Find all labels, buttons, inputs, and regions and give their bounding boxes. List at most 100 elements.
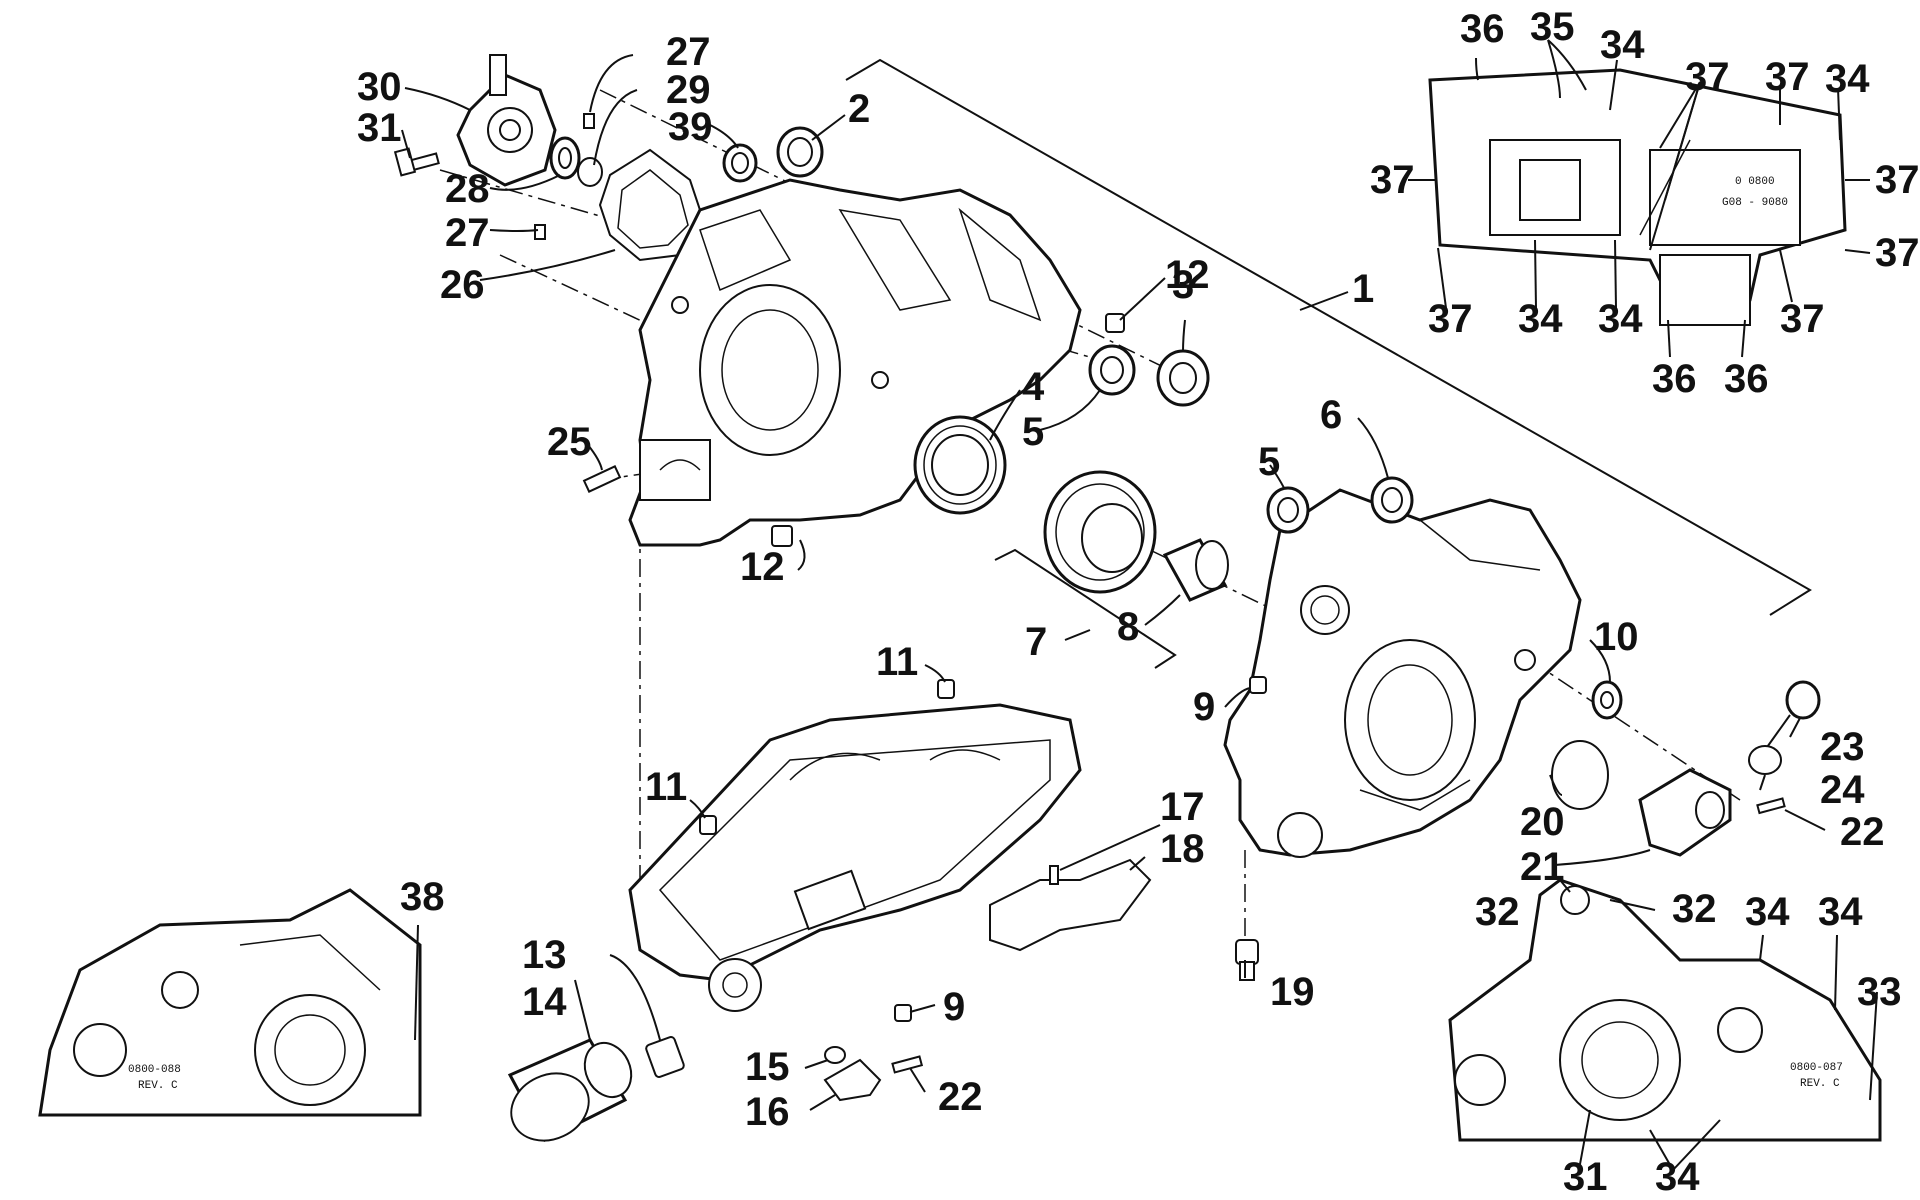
inset-right-stamp-b: REV. C (1800, 1078, 1840, 1090)
callout-4: 4 (1022, 365, 1045, 409)
callout-5-upper: 5 (1022, 410, 1044, 454)
callout-33: 33 (1857, 970, 1902, 1014)
seal-10 (1591, 680, 1623, 720)
bolt-22-right (1756, 797, 1786, 815)
callout-6: 6 (1320, 393, 1342, 437)
inset-top-stamp-a: 0 0800 (1735, 176, 1775, 188)
inset-left-stamp-a: 0800-088 (128, 1064, 181, 1076)
callout-34-top-d: 34 (1598, 297, 1643, 341)
fitting-16 (823, 1058, 882, 1102)
callout-9-right: 9 (1193, 685, 1215, 729)
oil-filter-14 (507, 1038, 633, 1142)
callout-34-top-c: 34 (1518, 297, 1563, 341)
callout-15: 15 (745, 1045, 790, 1089)
callout-8: 8 (1117, 605, 1139, 649)
inset-left-stamp-b: REV. C (138, 1080, 178, 1092)
leader-lines (401, 39, 1878, 1176)
bearing-5-upper (1088, 344, 1136, 396)
callout-34-bottom-a: 34 (1745, 890, 1790, 934)
callout-37-bottom-b: 37 (1780, 297, 1825, 341)
callout-31-top: 31 (357, 106, 402, 150)
callout-14: 14 (522, 980, 567, 1024)
callout-9-lower: 9 (943, 985, 965, 1029)
callout-16: 16 (745, 1090, 790, 1134)
crankcase-right-half (1223, 488, 1582, 858)
dowel-9-right (1249, 676, 1267, 694)
callout-20: 20 (1520, 800, 1565, 844)
inset-right-stamp-a: 0800-087 (1790, 1062, 1843, 1074)
o-ring-29 (577, 157, 603, 187)
drain-plug-19 (1235, 939, 1259, 981)
callout-27-lower: 27 (445, 211, 490, 255)
callout-26: 26 (440, 263, 485, 307)
callout-34-bottom-c: 34 (1655, 1155, 1700, 1199)
callout-22-lower: 22 (938, 1075, 983, 1119)
dowel-12-lower (771, 525, 793, 547)
callout-35: 35 (1530, 5, 1575, 49)
callout-22-right: 22 (1840, 810, 1885, 854)
callout-21: 21 (1520, 845, 1565, 889)
assembly-bracket-7 (994, 548, 1177, 669)
dowel-9-lower (894, 1004, 912, 1022)
callout-37-right-b: 37 (1875, 231, 1920, 275)
seal-39 (722, 143, 758, 183)
bearing-6 (1370, 476, 1414, 524)
callout-31-bottom: 31 (1563, 1155, 1608, 1199)
callout-32-left: 32 (1475, 890, 1520, 934)
callout-12-lower: 12 (740, 545, 785, 589)
callout-39: 39 (668, 105, 713, 149)
stud-25 (582, 465, 622, 493)
callout-37-top-b: 37 (1765, 55, 1810, 99)
callout-37-right-a: 37 (1875, 158, 1920, 202)
callout-11-lower: 11 (645, 765, 687, 809)
callout-25: 25 (547, 420, 592, 464)
bolt-22-lower (891, 1055, 924, 1074)
o-ring-24 (1748, 745, 1782, 775)
o-ring-20 (1551, 740, 1609, 810)
main-bearing-4 (913, 415, 1007, 515)
screw-17 (1049, 865, 1059, 885)
callout-36-bottom-a: 36 (1652, 357, 1697, 401)
oil-pan (628, 703, 1082, 1012)
callout-23: 23 (1820, 725, 1865, 769)
callout-17: 17 (1160, 785, 1205, 829)
callout-38: 38 (400, 875, 445, 919)
callout-labels: 1 2 3 4 5 5 6 7 8 9 9 10 11 11 12 12 13 … (357, 5, 1920, 1199)
gasket-26 (598, 148, 707, 262)
inset-top-view: 0 0800 G08 - 9080 (1428, 68, 1847, 326)
inset-bottom-left-view: 0800-088 REV. C (38, 888, 422, 1117)
callout-12-upper: 12 (1165, 253, 1210, 297)
callout-2: 2 (848, 87, 870, 131)
callout-34-bottom-b: 34 (1818, 890, 1863, 934)
callout-7: 7 (1025, 620, 1047, 664)
gasket-18 (989, 858, 1152, 952)
callout-1: 1 (1352, 267, 1374, 311)
cover-21 (1638, 768, 1732, 857)
callout-30: 30 (357, 65, 402, 109)
callout-34-top-a: 34 (1600, 23, 1645, 67)
callout-3: 3 (1172, 263, 1194, 307)
inset-bottom-right-view: 0800-087 REV. C (1448, 878, 1882, 1142)
dowel-pins-27 (534, 113, 595, 240)
dowel-11-upper (937, 679, 955, 699)
callout-29: 29 (666, 68, 711, 112)
dowel-12-upper (1105, 313, 1125, 333)
callout-24: 24 (1820, 768, 1865, 812)
callout-27-top: 27 (666, 30, 711, 74)
sleeve-8 (1162, 538, 1229, 602)
callout-19: 19 (1270, 970, 1315, 1014)
seal-28 (549, 136, 581, 180)
o-ring-15 (824, 1046, 846, 1064)
nipple-13 (645, 1036, 685, 1078)
dipstick-23 (1764, 680, 1821, 751)
bearing-5-right (1266, 486, 1310, 534)
inset-top-stamp-b: G08 - 9080 (1722, 197, 1788, 209)
water-pump-cover (456, 54, 557, 187)
callout-28: 28 (445, 167, 490, 211)
callout-5-right: 5 (1258, 440, 1280, 484)
callout-37-top-a: 37 (1685, 55, 1730, 99)
callout-37-bottom-a: 37 (1428, 297, 1473, 341)
oil-seal-2 (776, 126, 824, 178)
